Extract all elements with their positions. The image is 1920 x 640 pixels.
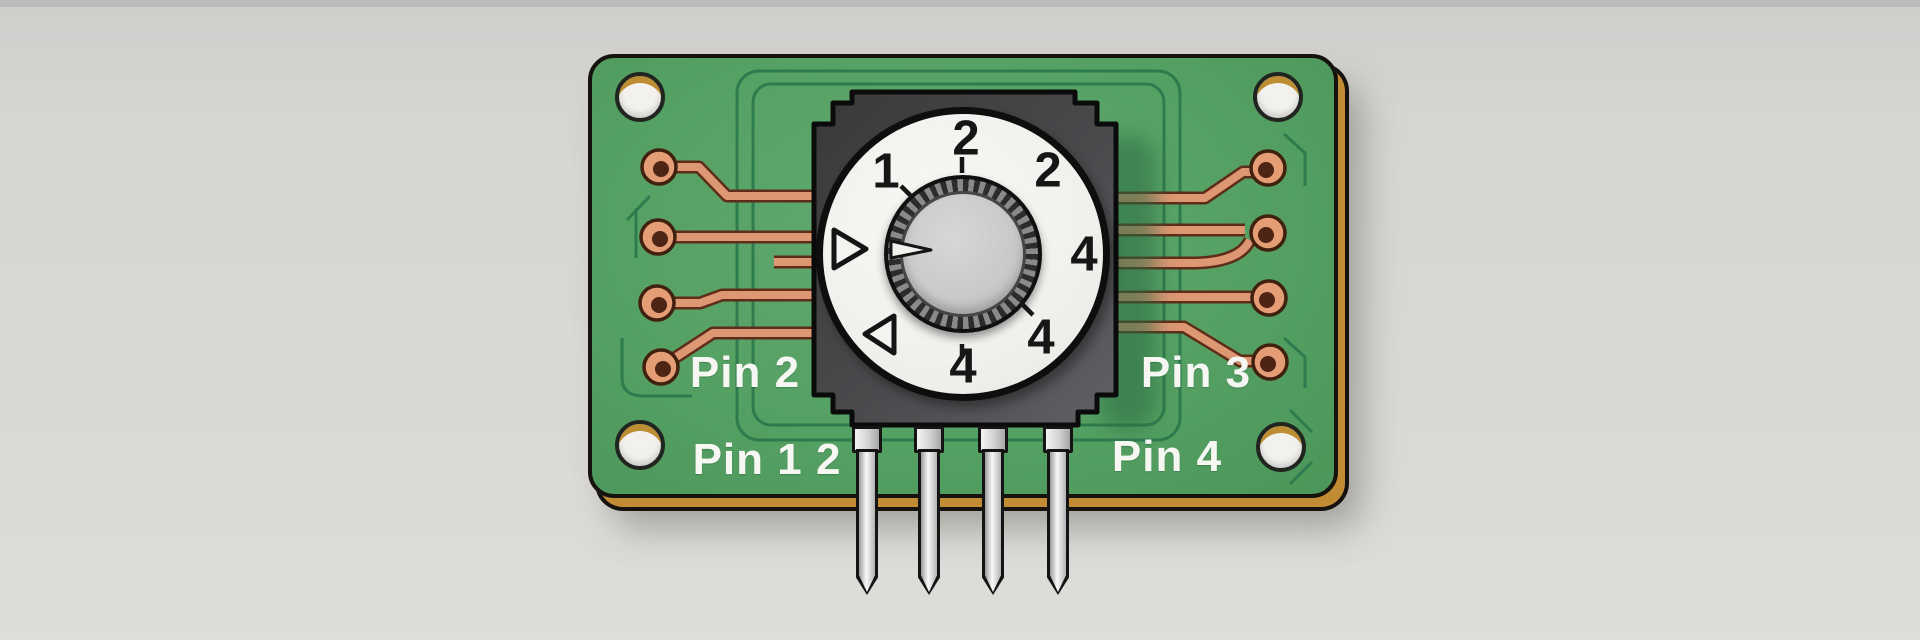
label-pin-1: Pin 1 2 (692, 435, 842, 484)
mounting-hole-bottom-left (615, 420, 665, 470)
pin-shaft (856, 449, 878, 595)
switch-pin-3 (978, 426, 1008, 595)
switch-pin-1 (852, 426, 882, 595)
pin-shaft (982, 449, 1004, 595)
pin-shoulder (852, 426, 882, 453)
switch-pin-4 (1043, 426, 1073, 595)
dial-number: 2 (1034, 143, 1062, 198)
mounting-hole-bottom-right (1256, 422, 1306, 472)
pin-shoulder (978, 426, 1008, 453)
label-pin-2: Pin 2 (689, 348, 801, 397)
pin-shoulder (914, 426, 944, 453)
dial-number: 1 (872, 144, 900, 199)
pin-shaft (918, 449, 940, 595)
mounting-hole-top-left (615, 72, 665, 122)
dial-number: 4 (949, 339, 977, 394)
mounting-hole-top-right (1253, 72, 1303, 122)
knob-face (900, 191, 1026, 317)
rotary-knob (884, 175, 1042, 333)
label-pin-3: Pin 3 (1140, 348, 1252, 397)
pin-shoulder (1043, 426, 1073, 453)
dial-number: 4 (1027, 310, 1055, 365)
label-pin-4: Pin 4 (1111, 432, 1223, 481)
dial-number: 4 (1070, 227, 1098, 282)
switch-pin-2 (914, 426, 944, 595)
dial-number: 2 (952, 111, 980, 166)
pin-shaft (1047, 449, 1069, 595)
